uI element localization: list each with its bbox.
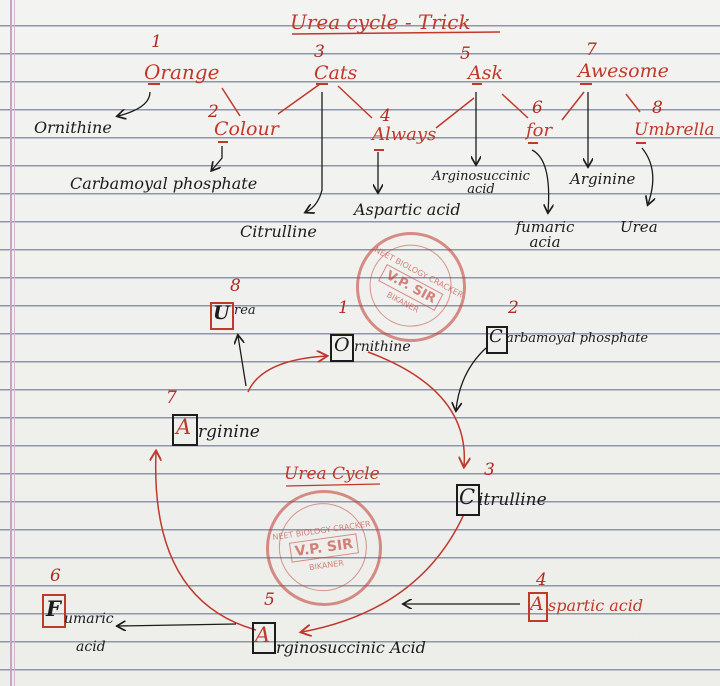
mnemonic-num-2: 2 [208, 102, 219, 122]
cycle-arc-citrulline-argino [302, 513, 465, 632]
arrow-umbrella-urea [641, 147, 653, 204]
connector-colour-cats [277, 83, 321, 115]
cycle-letter-ornithine: O [334, 334, 350, 356]
cycle-num-8: 8 [230, 276, 241, 296]
cycle-letter-citrulline: C [459, 485, 476, 509]
page-title: Urea cycle - Trick [290, 10, 471, 34]
arrow-argino-fumaric [118, 624, 237, 626]
cycle-num-4: 4 [536, 570, 547, 590]
cycle-letter-aspartic: A [530, 593, 544, 615]
connector-orange-colour [221, 87, 241, 117]
cycle-box-citrulline [456, 484, 480, 516]
cycle-letter-carbamoyal: C [489, 326, 503, 347]
arrow-for-fumaric [531, 149, 549, 212]
mnemonic-num-1: 1 [151, 32, 162, 52]
mnemonic-num-4: 4 [380, 106, 391, 126]
cycle-letter-argino: A [255, 623, 271, 647]
cycle-letter-urea: U [213, 302, 230, 324]
cycle-text-fumaric-acid: acid [76, 639, 106, 655]
margin-line [10, 0, 12, 686]
arrow-orange-ornithine [118, 91, 151, 116]
cycle-num-6: 6 [50, 566, 61, 586]
cycle-text-arginine: rginine [198, 422, 260, 442]
mnemonic-word-cats: Cats [314, 62, 358, 84]
cycle-letter-arginine: A [176, 415, 192, 439]
meaning-aspartic-acid: Aspartic acid [354, 200, 461, 219]
mnemonic-num-7: 7 [586, 40, 597, 60]
cycle-arc-arginine-ornithine [247, 356, 326, 393]
cycle-box-carbamoyal [486, 326, 508, 354]
mnemonic-word-ask: Ask [468, 62, 503, 84]
mnemonic-num-8: 8 [652, 98, 663, 118]
mnemonic-num-3: 3 [314, 42, 325, 62]
connector-awesome-umbrella [625, 93, 641, 113]
connector-always-ask [435, 97, 475, 129]
cycle-num-7: 7 [166, 388, 177, 408]
title-underline [291, 31, 501, 35]
cycle-box-aspartic [528, 592, 548, 622]
arrow-colour-carbamoyal [212, 146, 223, 170]
arrow-carbamoyal-to-cycle [456, 347, 487, 410]
mnemonic-num-6: 6 [532, 98, 543, 118]
mnemonic-word-colour: Colour [214, 118, 279, 140]
cycle-text-carbamoyal: arbamoyal phosphate [506, 331, 649, 346]
connector-ask-for [501, 93, 529, 119]
connector-for-awesome [561, 91, 585, 121]
meaning-carbamoyal-phosphate: Carbamoyal phosphate [70, 174, 258, 193]
cycle-letter-fumaric: F [46, 596, 61, 621]
cycle-box-fumaric [42, 594, 66, 628]
cycle-box-arginine [172, 414, 198, 446]
cycle-text-urea: rea [234, 303, 256, 318]
meaning-urea: Urea [620, 218, 658, 236]
cycle-text-citrulline: itrulline [478, 490, 547, 510]
cycle-label: Urea Cycle [284, 464, 380, 484]
margin-line-inner [14, 0, 15, 686]
cycle-num-1: 1 [338, 298, 349, 318]
mnemonic-num-5: 5 [460, 44, 471, 64]
cycle-arc-argino-arginine [156, 452, 257, 631]
arrow-cats-citrulline [306, 92, 323, 212]
cycle-num-2: 2 [508, 298, 519, 318]
cycle-num-5: 5 [264, 590, 275, 610]
cycle-text-argino: rginosuccinic Acid [276, 638, 426, 657]
mnemonic-word-for: for [526, 120, 553, 141]
connector-cats-always [337, 85, 373, 119]
mnemonic-word-awesome: Awesome [578, 60, 669, 82]
meaning-arginine: Arginine [570, 170, 636, 188]
meaning-ornithine: Ornithine [34, 118, 112, 137]
cycle-box-argino [252, 622, 276, 654]
mnemonic-word-always: Always [372, 124, 437, 145]
arrow-arginine-urea [238, 336, 247, 387]
cycle-box-urea [210, 302, 234, 330]
meaning-citrulline: Citrulline [240, 222, 317, 241]
cycle-text-aspartic: spartic acid [548, 596, 644, 615]
stamp-center-ring [273, 497, 373, 597]
cycle-box-ornithine [330, 334, 354, 362]
cycle-num-3: 3 [484, 460, 495, 480]
cycle-text-fumaric: umaric [64, 611, 114, 627]
cycle-arc-ornithine-citrulline [367, 351, 464, 466]
meaning-arginosuccinic-acid: Arginosuccinic acid [432, 169, 530, 197]
mnemonic-word-umbrella: Umbrella [634, 120, 715, 140]
cycle-text-ornithine: rnithine [354, 339, 411, 355]
mnemonic-word-orange: Orange [144, 60, 220, 84]
stamp-top-ring [355, 230, 467, 342]
meaning-fumaric-acid: fumaric acia [515, 218, 575, 251]
